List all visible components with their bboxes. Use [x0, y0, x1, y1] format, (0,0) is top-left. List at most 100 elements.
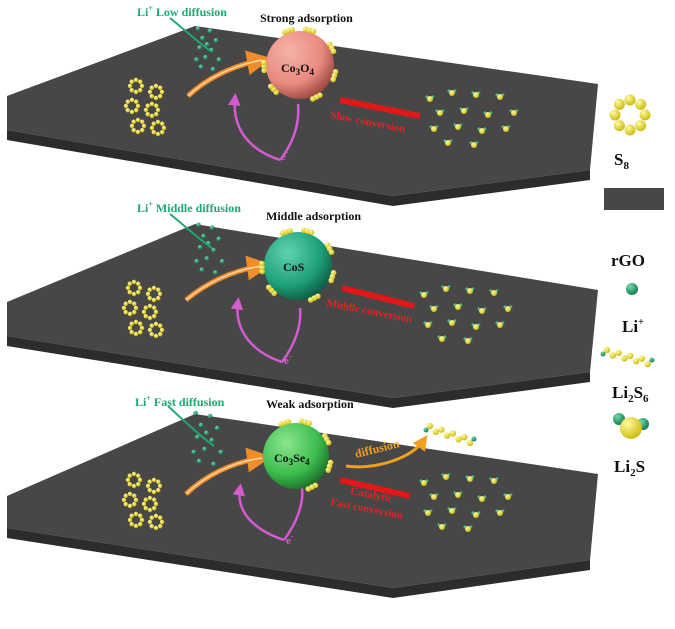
sulfur-atom [140, 119, 145, 124]
sulfur-atom [425, 510, 431, 516]
sulfur-atom [131, 483, 137, 489]
sulfur-atom [133, 89, 139, 95]
s8-molecule [141, 495, 159, 513]
sulfur-atom [149, 323, 154, 328]
legend-li-icon [626, 283, 638, 295]
sulfur-atom [158, 332, 163, 337]
sulfur-atom [131, 471, 137, 477]
sulfur-atom [133, 523, 139, 529]
co3se4-sphere [263, 423, 329, 489]
sulfur-atom [149, 85, 154, 90]
legend-s8-label: S8 [614, 150, 629, 172]
adsorbed-sulfur [328, 277, 335, 284]
sulfur-atom [147, 327, 153, 333]
lithium-atom [600, 351, 606, 357]
sulfur-atom [497, 510, 503, 516]
sulfur-atom [638, 355, 646, 362]
sulfur-atom [147, 507, 153, 513]
sulfur-atom [127, 83, 133, 89]
sulfur-atom [158, 524, 163, 529]
sulfur-atom [421, 292, 427, 298]
electron-arrow [228, 93, 281, 162]
sulfur-atom [154, 112, 159, 117]
adsorbed-sulfur [308, 229, 315, 236]
sulfur-atom [154, 103, 159, 108]
adsorbed-sulfur [328, 249, 335, 256]
li2s-molecule [501, 125, 511, 132]
li2s-molecule [495, 93, 505, 100]
sulfur-atom [473, 512, 479, 518]
sulfur-atom [132, 502, 137, 507]
sulfur-atom [133, 319, 139, 325]
li-ion [207, 413, 213, 419]
sulfur-atom [133, 77, 139, 83]
li-ion [218, 449, 224, 455]
sulfur-atom [123, 103, 129, 109]
li-ion [213, 38, 219, 43]
li2s-molecule [447, 89, 457, 96]
sulfur-atom [425, 322, 431, 328]
sulfur-atom [152, 497, 157, 502]
sulfur-atom [131, 291, 137, 297]
sulfur-atom [147, 519, 153, 525]
sulfur-atom [155, 119, 161, 125]
sulfur-atom [149, 332, 154, 337]
sulfur-atom [129, 522, 134, 527]
sulfur-atom [635, 120, 647, 132]
sulfur-atom [121, 305, 127, 311]
li-ion [191, 449, 197, 455]
sulfur-atom [153, 83, 159, 89]
sulfur-atom [149, 515, 154, 520]
li2s-molecule [477, 495, 487, 502]
electron-arrow [232, 483, 285, 542]
adsorbed-sulfur [305, 486, 312, 492]
li2s-molecule [471, 511, 481, 518]
li-ion [197, 45, 202, 50]
sulfur-atom [136, 290, 141, 295]
sulfur-atom [461, 108, 467, 114]
li2s-molecule [463, 337, 473, 344]
li-diffusion-label: Li+ Low diffusion [137, 4, 227, 19]
sulfur-atom [613, 98, 625, 110]
li2s-cluster [425, 89, 519, 148]
catalyst-formula: CoS [283, 260, 305, 274]
sulfur-atom [449, 90, 455, 96]
li-ion [201, 233, 206, 239]
sulfur-atom [145, 112, 150, 117]
sulfur-atom [135, 117, 141, 123]
sulfur-atom [158, 323, 163, 328]
sulfur-atom [131, 119, 136, 124]
li2s-molecule [423, 321, 433, 328]
sulfur-atom [139, 325, 145, 331]
sulfur-atom [152, 305, 157, 310]
sulfur-atom [138, 522, 143, 527]
li-ion [204, 256, 210, 261]
sulfur-atom [138, 321, 143, 326]
li2s-molecule [509, 109, 519, 116]
sulfur-atom [465, 526, 471, 532]
sulfur-atom [136, 482, 141, 487]
sulfur-atom [132, 493, 137, 498]
li2s-molecule [443, 139, 453, 146]
sulfur-atom [149, 94, 154, 99]
sulfur-atom [151, 285, 157, 291]
sulfur-atom [437, 110, 443, 116]
sulfur-atom [155, 107, 161, 113]
sulfur-atom [455, 492, 461, 498]
sulfur-atom [467, 288, 473, 294]
sulfur-atom [479, 128, 485, 134]
s8-molecule [125, 279, 143, 297]
sulfur-atom [438, 426, 445, 433]
sulfur-atom [149, 125, 155, 131]
sulfur-atom [644, 360, 651, 368]
sulfur-atom [135, 103, 141, 109]
sulfur-atom [443, 432, 451, 439]
sulfur-atom [133, 511, 139, 517]
sulfur-atom [147, 89, 153, 95]
li2s-molecule [447, 507, 457, 514]
li-ion [196, 222, 201, 228]
sulfur-atom [632, 358, 640, 365]
sulfur-atom [161, 125, 167, 131]
li2s-molecule [469, 141, 479, 148]
sulfur-atom [427, 96, 433, 102]
